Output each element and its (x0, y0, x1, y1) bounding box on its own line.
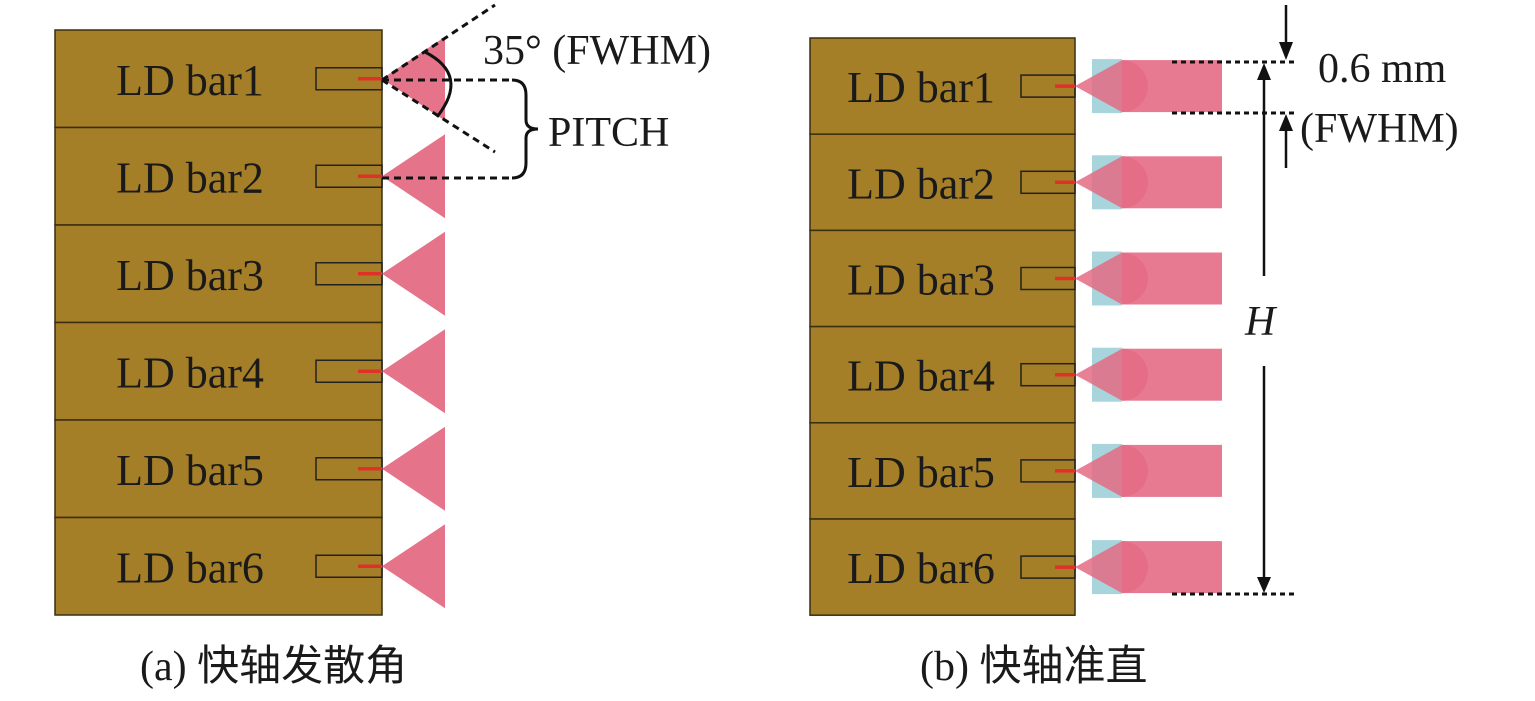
ld-bar-label: LD bar3 (847, 256, 995, 305)
angle-annotation (381, 3, 539, 180)
ld-bar (809, 518, 1076, 616)
panel-b: LD bar1 LD bar2 LD bar3 LD bar4 LD bar5 LD ba… (809, 37, 1222, 616)
pitch-brace (511, 78, 539, 180)
width-label-fwhm: (FWHM) (1300, 106, 1459, 152)
ld-bar (54, 224, 383, 324)
ld-bar-label: LD bar4 (116, 348, 264, 397)
ld-bar (809, 325, 1076, 424)
ld-bar-label: LD bar3 (116, 251, 264, 300)
collimated-beam (1122, 156, 1222, 209)
ld-bar (809, 422, 1076, 520)
ld-bar-label: LD bar5 (116, 446, 264, 495)
ld-bar-label: LD bar1 (847, 63, 995, 112)
caption-b: (b) 快轴准直 (920, 644, 1147, 690)
angle-label: 35° (FWHM) (483, 28, 711, 74)
dimension-annotation (1172, 5, 1296, 596)
ld-bar-label: LD bar2 (847, 159, 995, 208)
collimated-beam (1122, 541, 1222, 594)
ld-bar (54, 29, 383, 129)
caption-a: (a) 快轴发散角 (140, 644, 407, 690)
divergent-beam (382, 36, 445, 121)
ld-bar-label: LD bar5 (847, 448, 995, 497)
ld-bar-label: LD bar6 (847, 544, 995, 593)
collimated-beam (1122, 348, 1222, 401)
ld-bar (809, 229, 1076, 328)
pitch-label: PITCH (548, 110, 669, 156)
ld-bar-label: LD bar2 (116, 153, 264, 202)
ld-bar-label: LD bar1 (116, 56, 264, 105)
ld-bar (809, 37, 1076, 135)
divergent-beam (382, 231, 445, 316)
panel-a: LD bar1 LD bar2 LD bar3 LD bar4 LD bar5 LD ba… (54, 29, 445, 616)
ld-bar (809, 133, 1076, 232)
collimated-beam (1122, 444, 1222, 497)
height-label: H (1244, 299, 1278, 345)
divergent-beam (382, 134, 445, 219)
divergent-beam (382, 524, 445, 609)
divergent-beam (382, 329, 445, 414)
ld-bar (54, 419, 383, 519)
width-label: 0.6 mm (1318, 46, 1447, 92)
ld-bar-label: LD bar4 (847, 352, 995, 401)
collimated-beam (1122, 252, 1222, 305)
divergent-beam (382, 426, 445, 511)
collimated-beam (1122, 60, 1222, 113)
ld-bar-label: LD bar6 (116, 543, 264, 592)
